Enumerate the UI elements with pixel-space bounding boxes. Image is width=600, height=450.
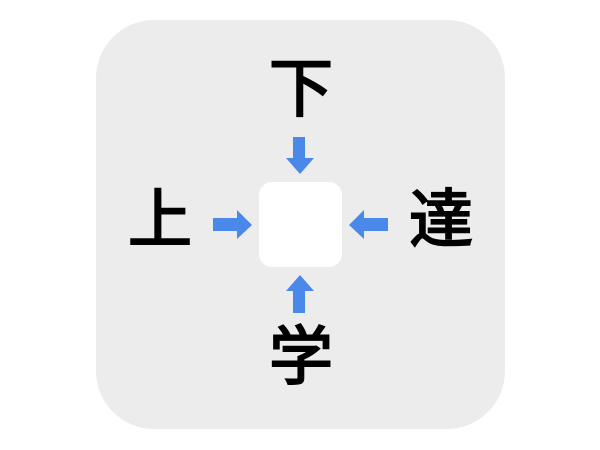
clue-right: 達 <box>409 184 473 258</box>
clue-left: 上 <box>128 184 192 258</box>
clue-top: 下 <box>269 53 333 127</box>
arrow-down-icon <box>286 137 314 175</box>
arrow-left-icon <box>349 210 389 240</box>
arrow-up-icon <box>286 275 314 313</box>
answer-box[interactable] <box>259 182 342 267</box>
clue-bottom: 学 <box>269 321 333 395</box>
arrow-right-icon <box>213 210 253 240</box>
